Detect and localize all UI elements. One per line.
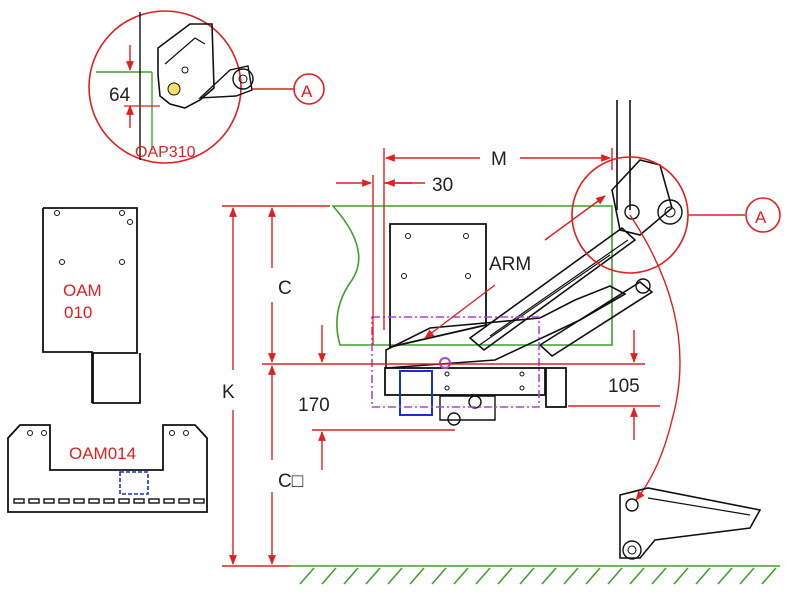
ground-hatch-stroke	[739, 567, 755, 585]
ground-hatch-stroke	[475, 567, 491, 585]
ground-hatch-stroke	[607, 567, 623, 585]
base-plate-slot	[43, 498, 55, 504]
base-plate-slot	[13, 498, 25, 504]
ground-hatch-stroke	[629, 567, 645, 585]
part-oam014: OAM014	[7, 424, 208, 513]
ground-hatch-stroke	[365, 567, 381, 585]
ground-hatch-stroke	[651, 567, 667, 585]
base-plate-slot	[118, 498, 130, 504]
ground-hatch-stroke	[695, 567, 711, 585]
base-plate-slot	[193, 498, 205, 504]
label-oam014: OAM014	[69, 444, 136, 463]
ground-hatch-stroke	[299, 567, 315, 585]
ground-hatch-stroke	[343, 567, 359, 585]
part-oam010: OAM 010	[42, 207, 141, 404]
ground-hatch-stroke	[321, 567, 337, 585]
detail-label-a-top: A	[301, 82, 313, 101]
dimension-c: C	[278, 278, 292, 299]
base-plate-slot	[73, 498, 85, 504]
label-oam010-line2: 010	[64, 303, 92, 322]
base-plate-slot	[28, 498, 40, 504]
dimension-m: M	[491, 149, 507, 170]
dimension-170: 170	[298, 395, 330, 416]
base-plate-slot	[58, 498, 70, 504]
ground-hatch-stroke	[387, 567, 403, 585]
ground-hatch-stroke	[409, 567, 425, 585]
ground-hatch-stroke	[673, 567, 689, 585]
label-arm: ARM	[489, 254, 531, 275]
detail-label-a-right: A	[755, 208, 767, 227]
detail-circle-a: 64 OAP310 A	[88, 10, 325, 164]
base-plate-slot	[88, 498, 100, 504]
ground-hatch-stroke	[541, 567, 557, 585]
dimension-c0: C□	[278, 471, 304, 492]
ground-hatch-stroke	[717, 567, 733, 585]
dimension-64: 64	[109, 85, 131, 106]
dimension-30: 30	[432, 175, 453, 196]
dimension-k: K	[222, 382, 235, 403]
base-plate-slot	[133, 498, 145, 504]
ground-hatch-stroke	[519, 567, 535, 585]
base-plate-slot	[103, 498, 115, 504]
ground-hatch	[290, 565, 780, 585]
base-plate-slot	[163, 498, 175, 504]
base-plate-slot	[178, 498, 190, 504]
ground-hatch-stroke	[431, 567, 447, 585]
ground-hatch-stroke	[563, 567, 579, 585]
label-oap310: OAP310	[135, 144, 196, 161]
base-plate-slot	[148, 498, 160, 504]
main-assembly: A	[331, 100, 781, 560]
ground-hatch-stroke	[761, 567, 777, 585]
dimension-105: 105	[608, 376, 640, 397]
ground-hatch-stroke	[585, 567, 601, 585]
dimension-labels: M 30 C ARM K 170 105 C□	[222, 149, 640, 492]
ground-hatch-stroke	[453, 567, 469, 585]
ground-hatch-stroke	[497, 567, 513, 585]
label-oam010-line1: OAM	[63, 281, 102, 300]
dimension-lines	[222, 148, 660, 567]
